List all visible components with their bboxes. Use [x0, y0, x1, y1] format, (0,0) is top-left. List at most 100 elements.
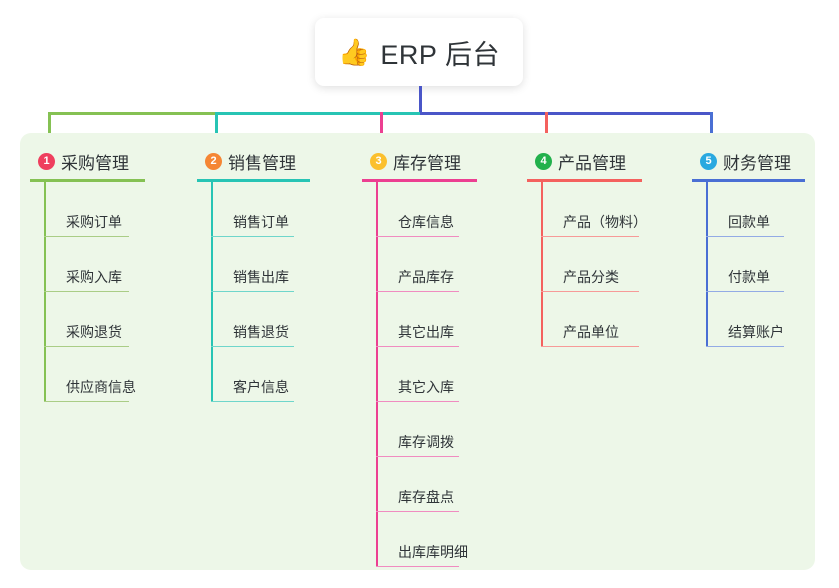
- leaf-item[interactable]: 产品（物料）: [541, 182, 647, 237]
- leaf-item-label: 销售订单: [233, 213, 289, 230]
- leaf-item-label: 产品分类: [563, 268, 619, 285]
- leaf-item[interactable]: 付款单: [706, 237, 805, 292]
- branch-title-1: 采购管理: [61, 153, 129, 173]
- leaf-item-rule: [376, 345, 459, 347]
- leaf-item[interactable]: 产品分类: [541, 237, 647, 292]
- leaf-item[interactable]: 其它出库: [376, 292, 477, 347]
- root-node[interactable]: 👍 ERP 后台: [315, 18, 523, 86]
- leaf-item-label: 库存调拨: [398, 433, 454, 450]
- leaf-item[interactable]: 库存盘点: [376, 457, 477, 512]
- branch-column-4: 4 产品管理产品（物料） 产品分类产品单位: [527, 148, 647, 347]
- branch-items-5: 回款单付款单结算账户: [706, 182, 805, 347]
- branch-column-2: 2 销售管理销售订单销售出库销售退货客户信息: [197, 148, 310, 402]
- leaf-item[interactable]: 销售退货: [211, 292, 310, 347]
- leaf-item-label: 产品单位: [563, 323, 619, 340]
- leaf-item[interactable]: 供应商信息: [44, 347, 145, 402]
- leaf-item-rule: [44, 345, 129, 347]
- branch-stem-5: [706, 182, 708, 347]
- leaf-item-rule: [44, 235, 129, 237]
- branch-header-4[interactable]: 4 产品管理: [527, 148, 647, 174]
- branch-stem-4: [541, 182, 543, 347]
- branch-header-rule-4: [527, 179, 642, 182]
- leaf-item-rule: [44, 290, 129, 292]
- leaf-item-label: 其它出库: [398, 323, 454, 340]
- leaf-item[interactable]: 采购订单: [44, 182, 145, 237]
- branch-header-2[interactable]: 2 销售管理: [197, 148, 310, 174]
- leaf-item-rule: [706, 345, 784, 347]
- leaf-item-rule: [376, 400, 459, 402]
- branch-items-4: 产品（物料） 产品分类产品单位: [541, 182, 647, 347]
- leaf-item[interactable]: 库存调拨: [376, 402, 477, 457]
- leaf-item-label: 仓库信息: [398, 213, 454, 230]
- leaf-item[interactable]: 结算账户: [706, 292, 805, 347]
- leaf-item[interactable]: 产品库存: [376, 237, 477, 292]
- branch-title-2: 销售管理: [228, 153, 296, 173]
- leaf-item-label: 回款单: [728, 213, 770, 230]
- branch-items-3: 仓库信息产品库存其它出库其它入库库存调拨库存盘点出库库明细: [376, 182, 477, 567]
- branch-title-3: 库存管理: [393, 153, 461, 173]
- branch-column-1: 1 采购管理采购订单采购入库采购退货供应商信息: [30, 148, 145, 402]
- leaf-item[interactable]: 其它入库: [376, 347, 477, 402]
- branch-title-5: 财务管理: [723, 153, 791, 173]
- leaf-item[interactable]: 仓库信息: [376, 182, 477, 237]
- leaf-item-label: 采购退货: [66, 323, 122, 340]
- leaf-item-label: 库存盘点: [398, 488, 454, 505]
- leaf-item-label: 付款单: [728, 268, 770, 285]
- branches-panel: [20, 133, 815, 570]
- leaf-item-rule: [376, 455, 459, 457]
- branch-badge-4: 4: [535, 152, 552, 170]
- branch-items-1: 采购订单采购入库采购退货供应商信息: [44, 182, 145, 402]
- branch-stem-3: [376, 182, 378, 567]
- leaf-item-rule: [44, 400, 129, 402]
- branch-stem-1: [44, 182, 46, 402]
- leaf-item-rule: [376, 235, 459, 237]
- leaf-item-rule: [541, 345, 639, 347]
- leaf-item[interactable]: 出库库明细: [376, 512, 477, 567]
- branch-items-2: 销售订单销售出库销售退货客户信息: [211, 182, 310, 402]
- leaf-item[interactable]: 客户信息: [211, 347, 310, 402]
- branch-drop-line-5: [710, 112, 713, 150]
- leaf-item-label: 其它入库: [398, 378, 454, 395]
- leaf-item[interactable]: 产品单位: [541, 292, 647, 347]
- branch-column-3: 3 库存管理仓库信息产品库存其它出库其它入库库存调拨库存盘点出库库明细: [362, 148, 477, 567]
- leaf-item-rule: [706, 235, 784, 237]
- branch-drop-line-1: [48, 112, 51, 150]
- leaf-item-label: 客户信息: [233, 378, 289, 395]
- branch-badge-1: 1: [38, 152, 55, 170]
- bus-segment-2: [215, 112, 422, 115]
- branch-header-1[interactable]: 1 采购管理: [30, 148, 145, 174]
- leaf-item-rule: [211, 290, 294, 292]
- root-trunk-line: [419, 86, 422, 115]
- leaf-item-label: 结算账户: [728, 323, 784, 340]
- bus-segment-3: [420, 112, 712, 115]
- leaf-item[interactable]: 回款单: [706, 182, 805, 237]
- branch-badge-3: 3: [370, 152, 387, 170]
- thumbs-up-icon: 👍: [338, 37, 371, 67]
- leaf-item[interactable]: 采购退货: [44, 292, 145, 347]
- branch-header-rule-3: [362, 179, 477, 182]
- branch-title-4: 产品管理: [558, 153, 626, 173]
- branch-header-3[interactable]: 3 库存管理: [362, 148, 477, 174]
- branch-stem-2: [211, 182, 213, 402]
- leaf-item-label: 供应商信息: [66, 378, 136, 395]
- leaf-item-rule: [376, 565, 459, 567]
- leaf-item-rule: [376, 290, 459, 292]
- bus-segment-1: [48, 112, 217, 115]
- leaf-item-label: 销售退货: [233, 323, 289, 340]
- branch-header-rule-2: [197, 179, 310, 182]
- branch-badge-2: 2: [205, 152, 222, 170]
- root-node-label: ERP 后台: [380, 39, 500, 70]
- leaf-item[interactable]: 采购入库: [44, 237, 145, 292]
- leaf-item-label: 销售出库: [233, 268, 289, 285]
- leaf-item-label: 出库库明细: [398, 543, 468, 560]
- leaf-item[interactable]: 销售出库: [211, 237, 310, 292]
- leaf-item-rule: [706, 290, 784, 292]
- leaf-item-rule: [211, 345, 294, 347]
- leaf-item-rule: [541, 290, 639, 292]
- leaf-item-label: 采购入库: [66, 268, 122, 285]
- branch-header-rule-1: [30, 179, 145, 182]
- leaf-item[interactable]: 销售订单: [211, 182, 310, 237]
